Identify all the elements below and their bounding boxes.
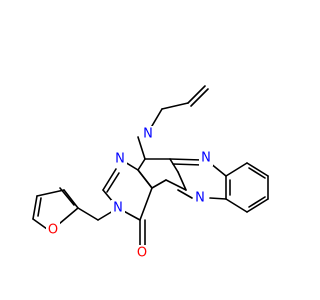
carbonyl-group [139,219,146,247]
allyl-group [148,85,209,132]
atom-n-pyrimidine-left: N [115,152,125,167]
atom-n-furfuryl: N [113,201,123,216]
pyrimidinone-ring [102,158,153,221]
atom-n-pyrazine-top: N [201,151,211,166]
atom-o-furan: O [48,223,58,238]
pyrazine-ring [169,158,227,200]
atom-o-carbonyl: O [137,246,147,261]
atom-n-allyl: N [143,127,153,142]
molecular-structure: N N N N N O O [32,85,269,261]
benzene-ring [225,162,269,213]
atom-n-pyrazine-bottom: N [195,191,205,206]
furfuryl-group [32,187,119,230]
atom-labels: N N N N N O O [46,126,213,261]
